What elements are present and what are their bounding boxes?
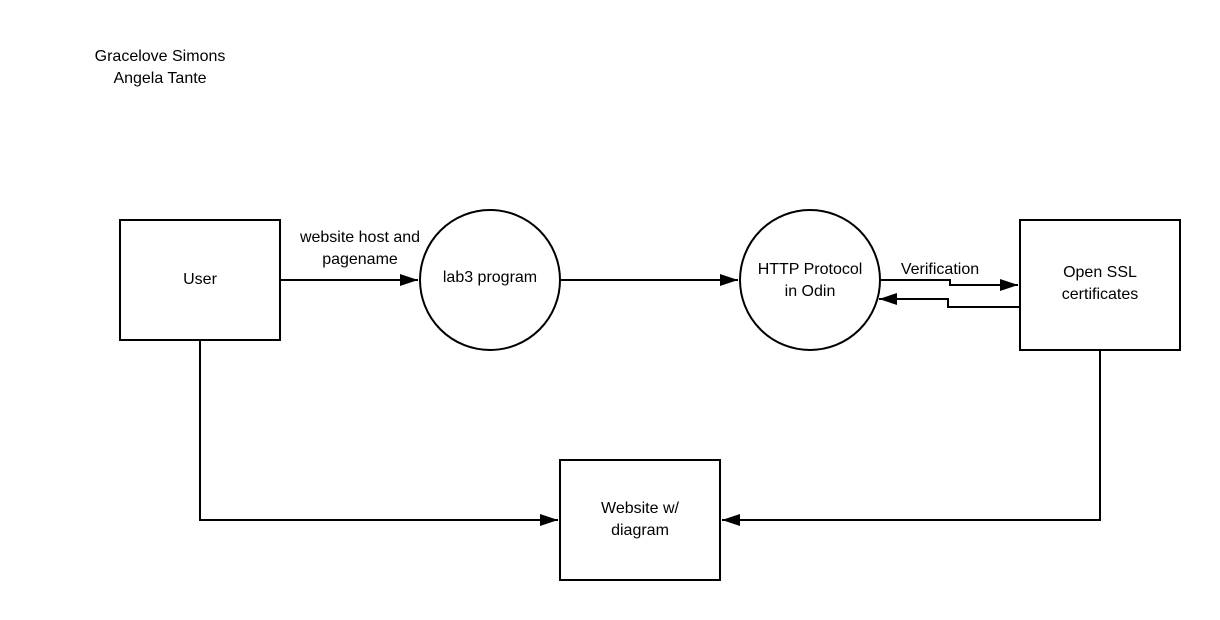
author-name-1: Gracelove Simons	[94, 48, 226, 65]
edge-http-to-openssl	[881, 279, 1018, 291]
node-website-label-line1: Website w/	[601, 500, 680, 517]
authors-block: Gracelove Simons Angela Tante	[60, 46, 260, 90]
node-lab3-circle	[419, 209, 561, 351]
edge-openssl-to-website	[722, 351, 1101, 526]
node-website-label-line2: diagram	[611, 522, 669, 539]
node-website-box	[559, 459, 721, 581]
node-http-circle	[739, 209, 881, 351]
edge-user-lab3-label-line1: website host and	[299, 229, 420, 246]
node-openssl-label-line2: certificates	[1062, 286, 1138, 303]
node-http-label-line2: in Odin	[785, 283, 836, 300]
node-openssl-box	[1019, 219, 1181, 351]
node-user-label: User	[183, 271, 217, 288]
node-http-label-line1: HTTP Protocol	[758, 261, 863, 278]
edge-http-openssl-label: Verification	[901, 261, 979, 278]
author-name-2: Angela Tante	[113, 70, 207, 87]
node-user-box	[119, 219, 281, 341]
node-openssl-label-line1: Open SSL	[1063, 264, 1137, 281]
node-lab3-label: lab3 program	[443, 269, 537, 286]
edge-user-lab3-label-line2: pagename	[322, 251, 398, 268]
edge-user-to-website	[199, 341, 558, 526]
edge-openssl-to-http	[879, 293, 1019, 308]
